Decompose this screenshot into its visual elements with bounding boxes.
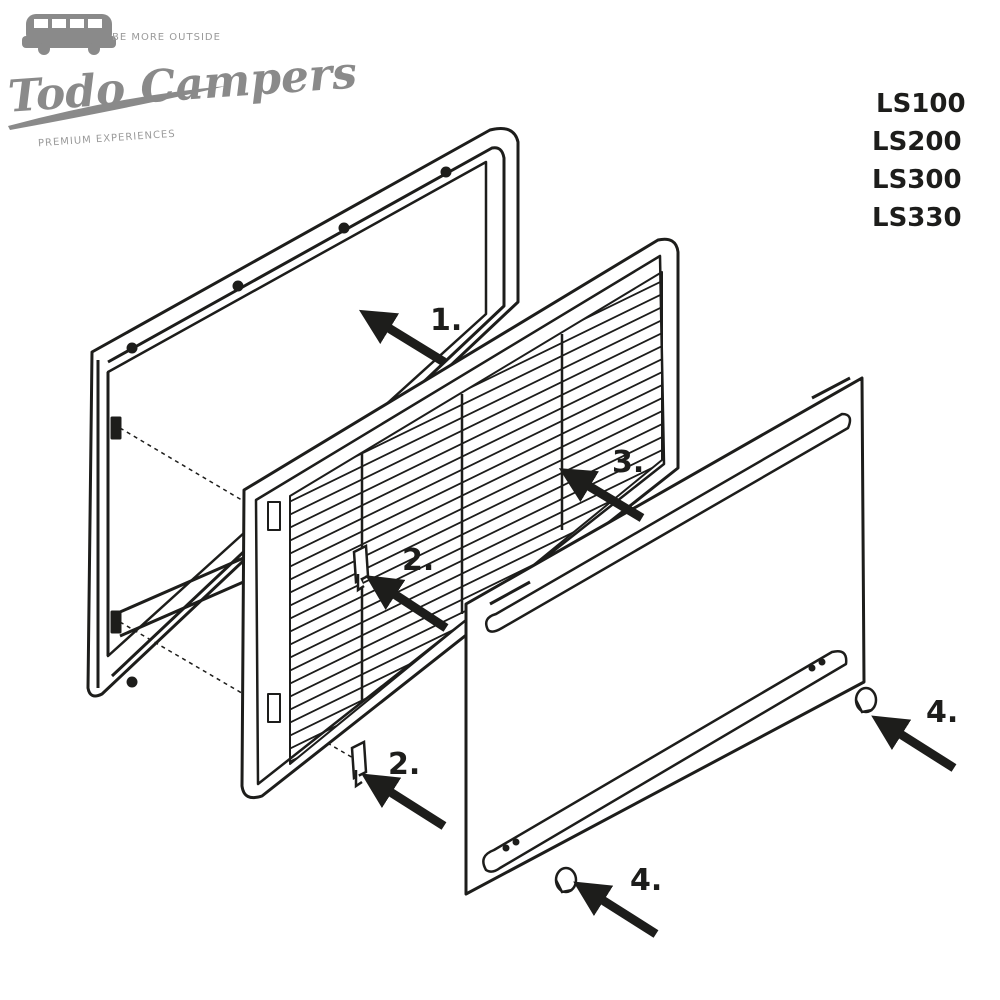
step-label-2-lower: 2. — [388, 747, 420, 782]
arrow-step-4-right — [871, 715, 957, 772]
mounting-frame — [86, 127, 520, 763]
todo-campers-logo: BE MORE OUTSIDE Todo Campers PREMIUM EXP… — [6, 14, 358, 149]
arrow-step-1 — [358, 309, 447, 366]
model-ls300: LS300 — [872, 165, 962, 195]
logo-brand-name: Todo Campers — [6, 48, 358, 123]
step-label-4-bottom: 4. — [630, 863, 662, 898]
step-label-2-upper: 2. — [402, 543, 434, 578]
screw-right — [854, 686, 878, 714]
winter-cover-plate — [464, 376, 866, 896]
logo-swoosh — [8, 86, 226, 130]
arrow-step-3 — [558, 468, 645, 522]
arrow-step-4-bottom — [573, 881, 659, 938]
logo-tagline-top: BE MORE OUTSIDE — [112, 32, 221, 43]
fastening-clip-lower — [350, 740, 368, 789]
model-ls100: LS100 — [876, 89, 966, 119]
screw-bottom — [554, 866, 578, 894]
arrow-step-2-lower — [361, 773, 447, 830]
arrow-step-2-upper — [365, 575, 449, 632]
model-list: LS100 LS200 LS300 LS330 — [872, 89, 966, 233]
step-label-3: 3. — [612, 445, 644, 480]
step-label-1: 1. — [430, 303, 462, 338]
arrows — [358, 309, 957, 938]
model-ls330: LS330 — [872, 203, 962, 233]
model-ls200: LS200 — [872, 127, 962, 157]
van-icon — [22, 14, 116, 55]
logo-tagline-bottom: PREMIUM EXPERIENCES — [38, 129, 176, 150]
step-label-4-right: 4. — [926, 695, 958, 730]
